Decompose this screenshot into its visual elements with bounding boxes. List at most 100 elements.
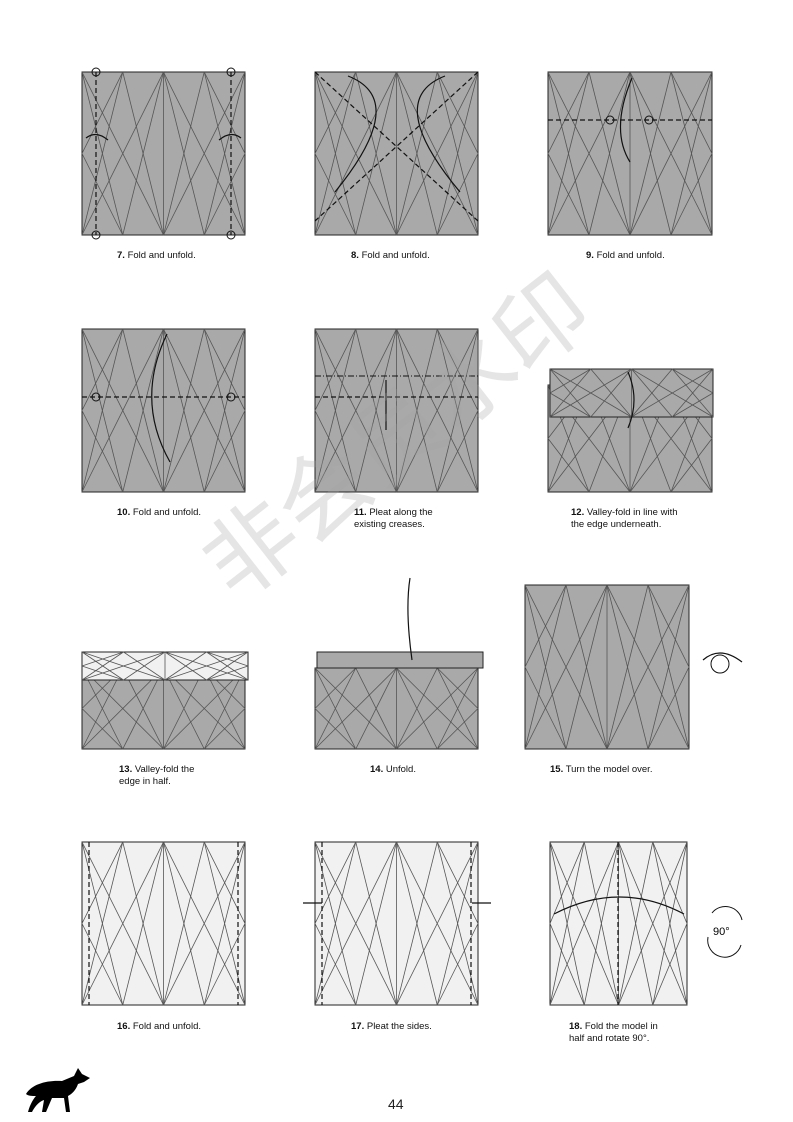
- crease-line: [203, 71, 246, 236]
- crease-line: [631, 368, 673, 418]
- diagram-step-9: [547, 71, 713, 236]
- crease-line: [81, 841, 124, 1006]
- crease-line: [206, 651, 249, 667]
- crease-line: [314, 923, 357, 1006]
- crease-line: [206, 665, 249, 681]
- crease-line: [81, 71, 124, 236]
- reference-point: [644, 115, 654, 125]
- crease-line: [524, 584, 567, 750]
- crease-line: [436, 328, 479, 493]
- crease-line: [647, 584, 690, 750]
- crease-line: [436, 667, 479, 750]
- crease-line: [565, 584, 608, 750]
- crease-line: [670, 438, 713, 493]
- crease-line: [672, 392, 714, 418]
- crease-line: [436, 923, 479, 1006]
- crease-line: [547, 153, 590, 236]
- crease-line: [396, 328, 438, 493]
- crease-line: [314, 410, 357, 493]
- fold-arrow: [619, 77, 633, 163]
- fold-arrow: [151, 333, 171, 463]
- crease-line: [549, 368, 592, 418]
- crease-line: [314, 328, 397, 493]
- crease-line: [81, 71, 164, 236]
- crease-line: [647, 666, 690, 750]
- crease-line: [314, 71, 357, 236]
- crease-line: [396, 71, 438, 236]
- diagram-step-11: [314, 328, 479, 493]
- crease-line: [436, 71, 479, 236]
- diagram-step-18: [549, 841, 688, 1006]
- crease-line: [549, 841, 585, 924]
- crease-line: [547, 438, 590, 493]
- crease-line: [81, 708, 124, 750]
- crease-line: [314, 667, 357, 709]
- crease-line: [314, 667, 397, 750]
- crease-line: [164, 651, 249, 681]
- crease-line: [122, 841, 164, 1006]
- crease-line: [203, 410, 246, 493]
- crease-line: [314, 841, 357, 1006]
- crease-line: [631, 368, 714, 418]
- crease-line: [606, 584, 690, 750]
- valley-fold-line: [314, 71, 479, 222]
- crease-line: [355, 841, 397, 1006]
- crease-line: [314, 667, 357, 750]
- crease-line: [672, 368, 714, 394]
- crease-line: [549, 841, 619, 1006]
- crease-line: [81, 665, 124, 681]
- fold-arrow: [627, 371, 635, 429]
- diagram-step-10: [81, 328, 246, 493]
- caption-step-9: 9. Fold and unfold.: [586, 250, 665, 261]
- reference-point: [226, 392, 236, 402]
- crease-line: [524, 584, 608, 750]
- crease-line: [163, 841, 205, 1006]
- crease-line: [122, 667, 164, 750]
- crease-line: [606, 584, 649, 750]
- crease-line: [123, 651, 166, 681]
- crease-line: [396, 328, 479, 493]
- crease-line: [670, 71, 713, 154]
- crease-line: [164, 651, 207, 681]
- crease-line: [163, 667, 205, 750]
- reference-point: [91, 230, 101, 240]
- crease-line: [81, 328, 164, 493]
- crease-line: [547, 71, 590, 154]
- crease-line: [203, 841, 246, 1006]
- crease-line: [81, 923, 124, 1006]
- crease-line: [203, 71, 246, 154]
- crease-line: [122, 328, 164, 493]
- crease-line: [81, 153, 124, 236]
- crease-line: [436, 708, 479, 750]
- crease-line: [647, 584, 690, 668]
- crease-line: [203, 153, 246, 236]
- fold-arrow: [334, 75, 377, 193]
- crease-line: [670, 153, 713, 236]
- crease-line: [436, 71, 479, 154]
- crease-line: [355, 328, 397, 493]
- caption-step-17: 17. Pleat the sides.: [351, 1021, 432, 1032]
- crease-line: [314, 153, 357, 236]
- crease-line: [81, 651, 124, 667]
- crease-line: [206, 651, 249, 681]
- wolf-logo: [26, 1068, 90, 1112]
- crease-line: [547, 71, 590, 236]
- crease-line: [547, 71, 631, 236]
- crease-line: [81, 328, 124, 493]
- page-number: 44: [388, 1096, 404, 1112]
- crease-line: [314, 71, 357, 154]
- crease-line: [355, 667, 397, 750]
- crease-line: [81, 71, 124, 154]
- crease-line: [163, 328, 246, 493]
- crease-line: [396, 841, 438, 1006]
- crease-line: [163, 667, 246, 750]
- crease-line: [396, 667, 479, 750]
- caption-step-15: 15. Turn the model over.: [550, 764, 653, 775]
- crease-line: [671, 368, 714, 418]
- crease-line: [549, 368, 632, 418]
- caption-step-8: 8. Fold and unfold.: [351, 250, 430, 261]
- crease-line: [314, 328, 357, 411]
